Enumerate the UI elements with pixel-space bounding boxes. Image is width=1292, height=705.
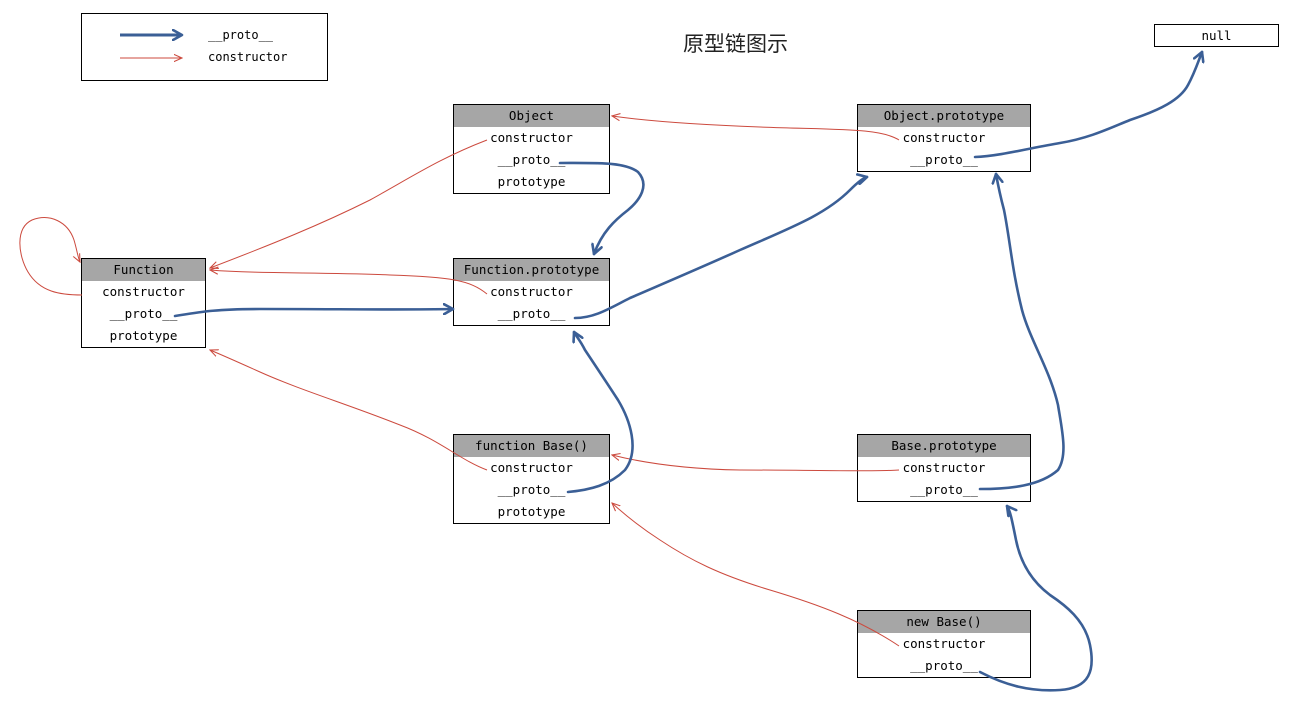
node-function-prototype: prototype xyxy=(109,328,178,343)
node-object-prototype-obj: Object.prototype constructor __proto__ xyxy=(857,104,1031,172)
ctor-link-new-base-to-function-base xyxy=(612,503,900,647)
node-base-prototype-header: Base.prototype xyxy=(858,435,1030,457)
ctor-link-object-prototype-to-object xyxy=(612,116,900,141)
null-node: null xyxy=(1154,24,1279,47)
ctor-link-object-to-function xyxy=(210,139,488,268)
node-base-prototype-constructor: constructor xyxy=(902,460,986,475)
legend: __proto__ constructor xyxy=(81,13,328,81)
ctor-link-base-prototype-to-function-base xyxy=(612,455,900,472)
node-new-base-constructor: constructor xyxy=(902,636,986,651)
node-function: Function constructor __proto__ prototype xyxy=(81,258,206,348)
proto-link-function-to-function-prototype xyxy=(173,309,455,318)
node-object-constructor: constructor xyxy=(490,130,573,145)
node-object-proto: __proto__ xyxy=(497,152,566,167)
node-object-prototype-obj-constructor: constructor xyxy=(902,130,986,145)
ctor-link-function-base-to-function xyxy=(210,350,488,471)
diagram-title: 原型链图示 xyxy=(683,32,788,56)
legend-proto-label: __proto__ xyxy=(208,28,274,42)
node-function-prototype-obj-header: Function.prototype xyxy=(454,259,609,281)
ctor-link-function-prototype-to-function xyxy=(210,270,488,295)
node-function-header: Function xyxy=(82,259,205,281)
node-object-header: Object xyxy=(454,105,609,127)
node-object-prototype-obj-header: Object.prototype xyxy=(858,105,1030,127)
node-function-base-constructor: constructor xyxy=(490,460,573,475)
node-function-prototype-obj-proto: __proto__ xyxy=(497,306,566,321)
ctor-link-function-self xyxy=(19,217,83,296)
node-function-base-proto: __proto__ xyxy=(497,482,566,497)
node-function-proto: __proto__ xyxy=(109,306,178,321)
node-function-constructor: constructor xyxy=(102,284,185,299)
node-object-prototype-obj-proto: __proto__ xyxy=(910,152,978,167)
node-new-base: new Base() constructor __proto__ xyxy=(857,610,1031,678)
node-function-base: function Base() constructor __proto__ pr… xyxy=(453,434,610,524)
node-function-base-prototype: prototype xyxy=(497,504,566,519)
proto-link-function-prototype-to-object-prototype xyxy=(573,177,869,320)
node-function-base-header: function Base() xyxy=(454,435,609,457)
node-object-prototype: prototype xyxy=(497,174,566,189)
node-new-base-header: new Base() xyxy=(858,611,1030,633)
node-base-prototype-proto: __proto__ xyxy=(910,482,978,497)
node-base-prototype: Base.prototype constructor __proto__ xyxy=(857,434,1031,502)
legend-constructor-label: constructor xyxy=(208,50,288,64)
node-function-prototype-obj-constructor: constructor xyxy=(490,284,573,299)
node-object: Object constructor __proto__ prototype xyxy=(453,104,610,194)
node-function-prototype-obj: Function.prototype constructor __proto__ xyxy=(453,258,610,326)
node-new-base-proto: __proto__ xyxy=(910,658,978,673)
